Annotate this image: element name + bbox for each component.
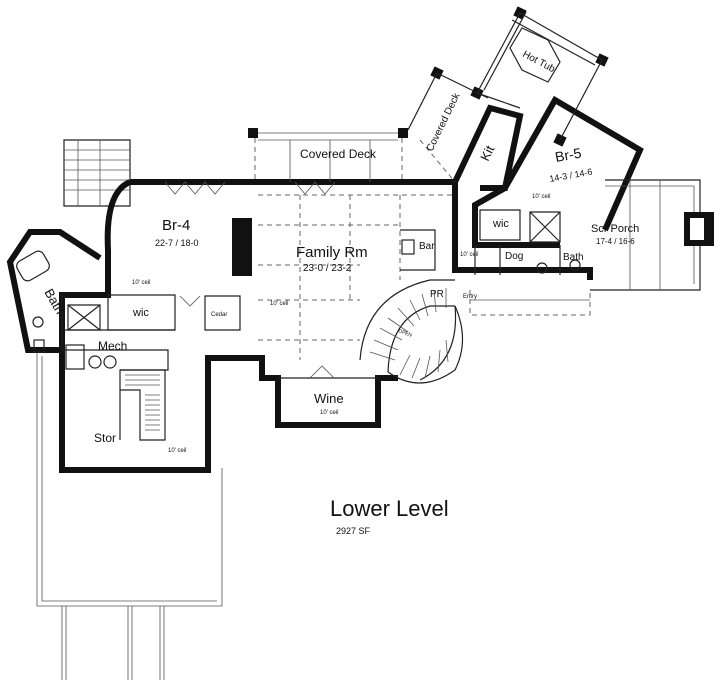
mech-label: Mech (98, 339, 127, 353)
open-label: OPEN (397, 328, 413, 339)
stor-label: Stor (94, 431, 116, 445)
kit-label: Kit (477, 143, 497, 164)
scr-porch-dims: 17-4 / 16-6 (596, 237, 635, 246)
cedar-label: Cedar (211, 312, 227, 318)
pr-label: PR (430, 289, 444, 300)
screened-porch (469, 179, 714, 316)
wine-ceil: 10' ceil (320, 410, 339, 416)
lower-terrace-outline (36, 352, 223, 680)
family-ceil: 10' ceil (270, 301, 289, 307)
bath-right-label: Bath (563, 252, 584, 263)
angled-covered-deck-label: Covered Deck (425, 91, 463, 154)
plan-title-block: Lower Level 2927 SF (330, 496, 449, 536)
wic-left-label: wic (132, 307, 149, 319)
br5-ceil: 10' ceil (532, 194, 551, 200)
entry-label: Entry (463, 294, 477, 300)
family-name: Family Rm (296, 244, 368, 261)
bar-area-ceil: 10' ceil (460, 252, 479, 258)
door-swings (164, 181, 336, 379)
plan-area: 2927 SF (336, 526, 371, 536)
covered-deck-top (248, 128, 408, 182)
stor-ceil: 10' ceil (168, 448, 187, 454)
br4-dims: 22-7 / 18-0 (155, 238, 199, 248)
left-deck-stub (63, 139, 131, 207)
covered-deck-label: Covered Deck (300, 147, 377, 161)
br5-name: Br-5 (554, 145, 583, 165)
interior-partitions (16, 194, 581, 441)
hot-tub-deck (470, 6, 609, 147)
br5-dims: 14-3 / 14-6 (549, 167, 594, 184)
bar-label: Bar (419, 241, 435, 252)
br4-name: Br-4 (162, 217, 190, 234)
plan-title: Lower Level (330, 496, 449, 521)
scr-porch-name: Scr Porch (591, 223, 639, 235)
wic-right-label: wic (492, 218, 509, 230)
family-dims: 23-0 / 23-2 (303, 263, 352, 274)
curved-stair (359, 279, 464, 384)
exterior-walls (6, 95, 644, 473)
wine-label: Wine (314, 391, 344, 406)
br4-ceil: 10' ceil (132, 280, 151, 286)
dog-label: Dog (505, 251, 523, 262)
